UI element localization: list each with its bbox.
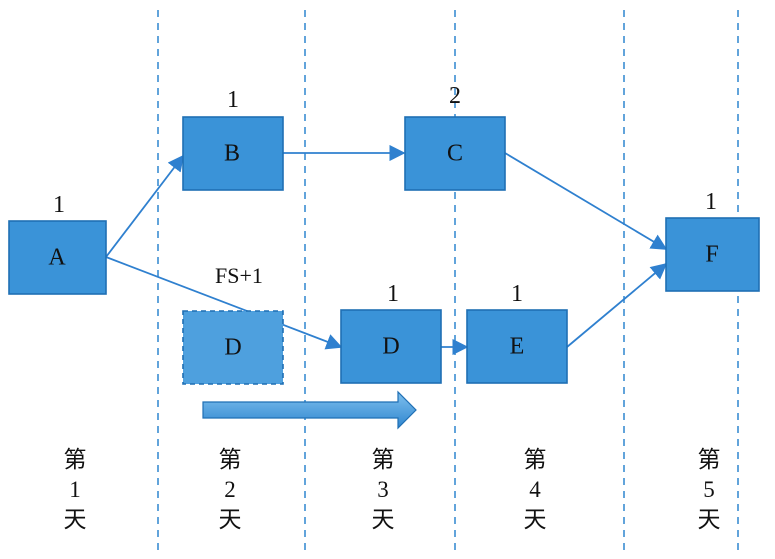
svg-text:第: 第 xyxy=(524,447,547,472)
node-e: E 1 xyxy=(466,281,568,384)
node-e-duration: 1 xyxy=(511,281,523,307)
day-label-1: 第 1 天 xyxy=(64,447,87,532)
day-label-4: 第 4 天 xyxy=(524,447,547,532)
shift-arrow xyxy=(202,390,417,430)
svg-text:天: 天 xyxy=(698,507,721,532)
svg-text:天: 天 xyxy=(219,507,242,532)
svg-text:第: 第 xyxy=(698,447,721,472)
node-d: D 1 xyxy=(340,281,442,384)
svg-text:2: 2 xyxy=(224,477,236,502)
node-c: C 2 xyxy=(404,83,506,191)
edge-a-b xyxy=(105,154,184,258)
node-f-duration: 1 xyxy=(705,189,717,215)
node-d-label: D xyxy=(382,334,399,360)
day-label-2: 第 2 天 xyxy=(219,447,242,532)
svg-text:天: 天 xyxy=(64,507,87,532)
svg-text:5: 5 xyxy=(703,477,715,502)
edge-e-f xyxy=(566,262,668,348)
node-d-original: D xyxy=(182,310,284,385)
node-a: A 1 xyxy=(8,192,107,295)
node-b-label: B xyxy=(224,141,240,167)
node-a-label: A xyxy=(48,245,66,271)
node-e-label: E xyxy=(510,334,525,360)
edge-a-d xyxy=(105,256,343,350)
node-d-duration: 1 xyxy=(387,281,399,307)
svg-text:天: 天 xyxy=(524,507,547,532)
node-f-label: F xyxy=(705,242,718,268)
svg-text:3: 3 xyxy=(377,477,389,502)
svg-text:1: 1 xyxy=(69,477,81,502)
edge-c-f xyxy=(504,152,668,250)
svg-text:第: 第 xyxy=(219,447,242,472)
node-c-label: C xyxy=(447,141,463,167)
node-d-original-label: D xyxy=(224,335,241,361)
node-b-duration: 1 xyxy=(227,87,239,113)
day-label-3: 第 3 天 xyxy=(372,447,395,532)
svg-text:天: 天 xyxy=(372,507,395,532)
node-a-duration: 1 xyxy=(53,192,65,218)
svg-text:第: 第 xyxy=(372,447,395,472)
node-b: B 1 xyxy=(182,87,284,191)
node-c-duration: 2 xyxy=(449,83,461,109)
lag-label: FS+1 xyxy=(215,263,263,288)
day-label-5: 第 5 天 xyxy=(698,447,721,532)
svg-text:4: 4 xyxy=(529,477,541,502)
node-f: F 1 xyxy=(665,189,760,292)
svg-text:第: 第 xyxy=(64,447,87,472)
